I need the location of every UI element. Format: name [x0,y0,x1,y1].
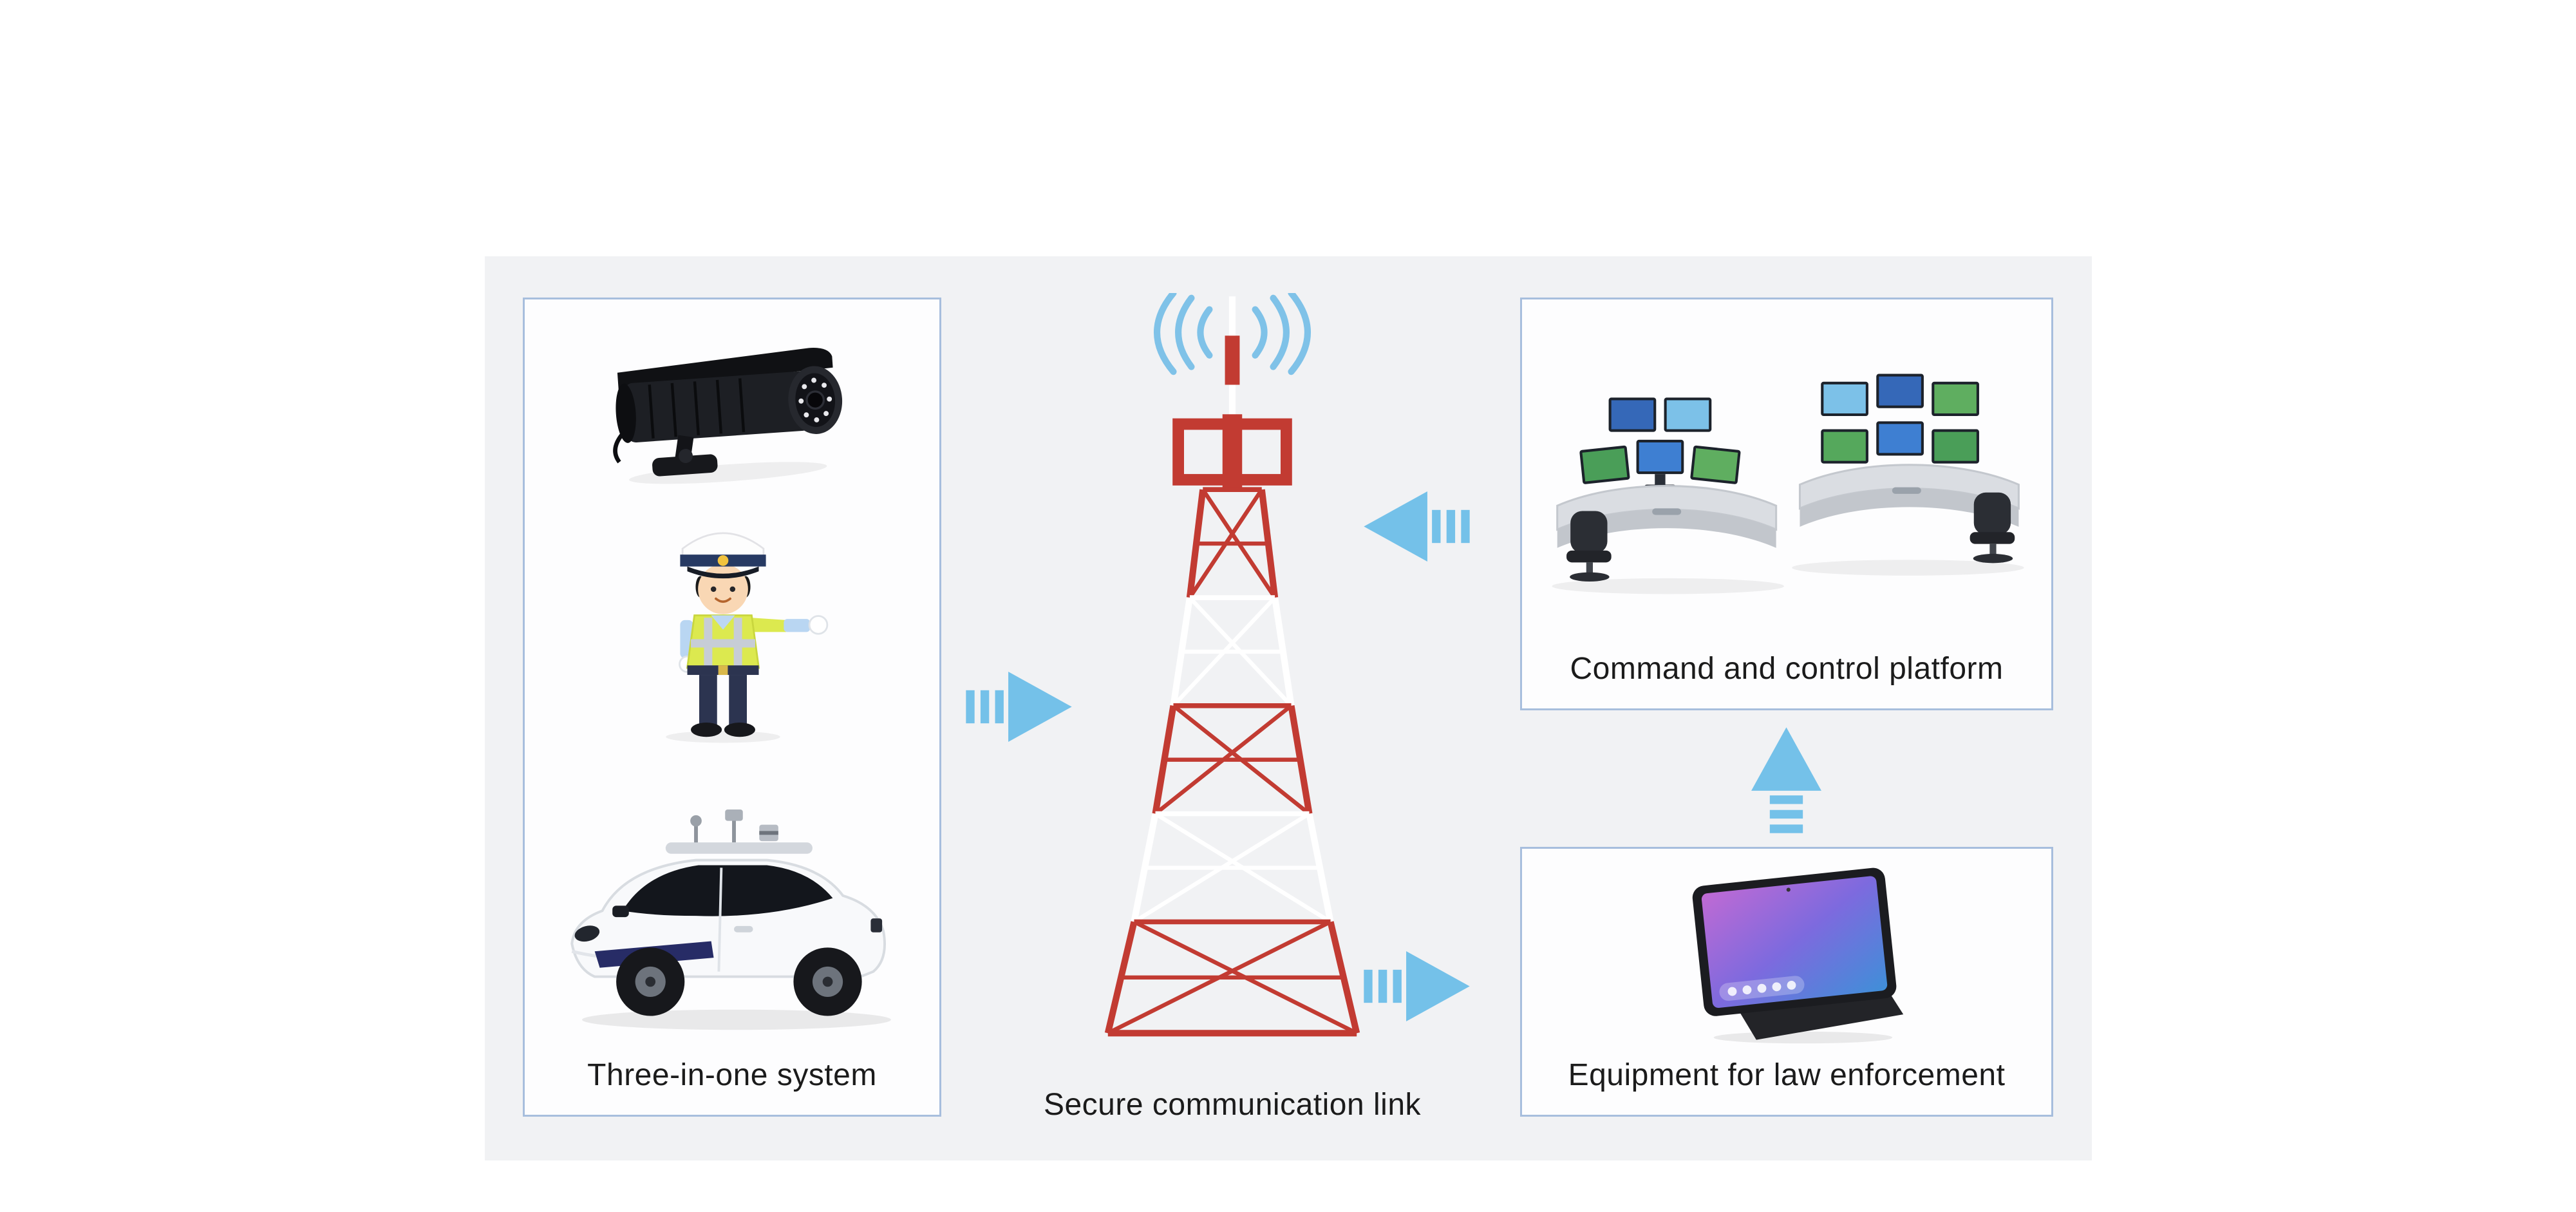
radio-waves-icon [1154,293,1311,375]
cctv-camera-icon [613,348,843,484]
secure-link-label: Secure communication link [1043,1088,1422,1122]
law-enforcement-tablet-icon [1692,867,1904,1044]
arrow-equipment-to-command-icon [1751,727,1821,833]
three-in-one-label: Three-in-one system [587,1058,877,1092]
radio-tower-icon [1104,293,1360,1037]
control-room-icon [1552,374,2024,594]
traffic-police-icon [666,532,829,743]
command-label: Command and control platform [1570,652,2004,686]
arrow-tower-to-equipment-icon [1364,951,1470,1021]
arrow-command-to-tower-icon [1364,491,1470,562]
arrow-three-in-one-to-tower-icon [966,672,1072,742]
patrol-vehicle-icon [570,809,891,1030]
equipment-label: Equipment for law enforcement [1568,1058,2006,1092]
